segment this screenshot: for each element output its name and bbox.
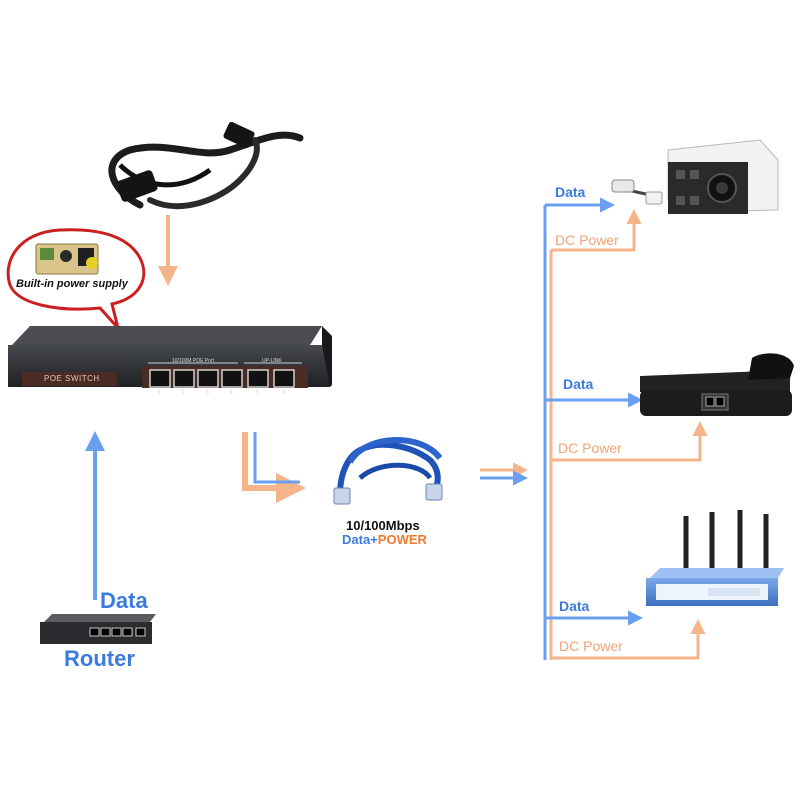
switch-name-label: POE SWITCH [44,374,100,383]
cable-data-label: Data+ [342,532,378,547]
switch-port-number: 4 [230,390,233,396]
camera-data-label: Data [555,184,586,200]
switch-port-number: 2 [182,390,185,396]
switch-port-number: 6 [282,390,285,396]
switch-output-arrow [242,432,306,503]
ap-power-label: DC Power [559,638,623,654]
cable-mode-label: Data+POWER [342,532,427,547]
power-cord-image [108,121,304,210]
switch-ports [149,369,295,388]
ip-camera-image [611,139,779,214]
camera-power-label: DC Power [555,232,619,248]
uplink-label: UP-LINK [262,358,282,364]
phone-power-label: DC Power [558,440,622,456]
poe-port-label: 10/100M POE Port [172,358,214,364]
router-data-label: Data [100,588,148,613]
ethernet-cable-image [333,437,443,505]
router-name-label: Router [64,646,135,671]
distribution-lines [543,197,708,660]
ap-data-label: Data [559,598,590,614]
power-supply-bubble [6,228,146,330]
power-supply-label: Built-in power supply [16,278,128,290]
cable-output-arrow [480,462,528,486]
wireless-ap-image [646,510,784,606]
ip-phone-image [640,353,794,416]
router-image [40,614,156,644]
cable-power-label: POWER [377,532,427,547]
cable-speed-label: 10/100Mbps [346,518,420,533]
switch-port-number: 5 [256,390,259,396]
phone-data-label: Data [563,376,594,392]
switch-port-number: 1 [158,390,161,396]
switch-port-number: 3 [206,390,209,396]
